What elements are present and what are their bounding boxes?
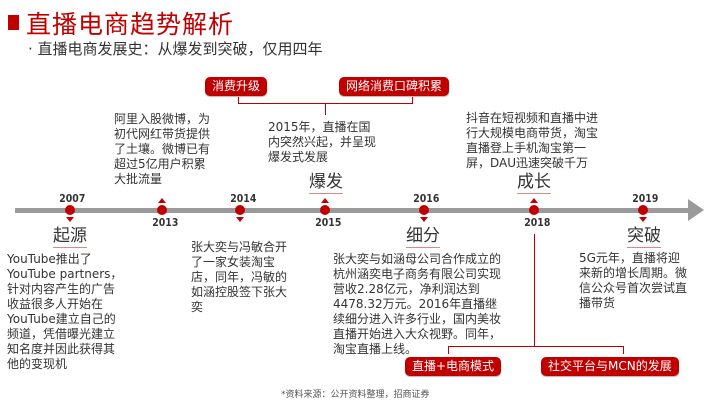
triangle-up-icon [321,198,329,203]
phase-origin: 起源 [53,226,87,248]
connector-line [623,346,624,354]
triangle-down-icon [66,217,74,222]
timeline-dot [638,205,648,215]
timeline-dot [235,205,245,215]
phase-breakthrough: 突破 [627,226,661,248]
triangle-up-icon [530,198,538,203]
timeline-dot [65,205,75,215]
arrow-right-icon [688,199,704,221]
event-2014-desc: 张大奕与冯敏合开了一家女装淘宝店，同年，冯敏的如涵控股签下张大奕 [191,240,288,314]
tag-word-of-mouth: 网络消费口碑积累 [339,77,450,96]
title-marker [8,15,19,30]
timeline-dot [419,205,429,215]
tag-consumption-upgrade: 消费升级 [205,77,268,96]
year-2015: 2015 [315,216,342,229]
phase-segmentation: 细分 [406,226,440,248]
phase-explosion: 爆发 [309,172,343,194]
connector-line [534,234,535,346]
triangle-down-icon [420,217,428,222]
year-2014: 2014 [230,192,257,205]
triangle-down-icon [236,217,244,222]
connector-line [325,103,326,115]
page-title: 直播电商趋势解析 [26,10,235,39]
phase-growth: 成长 [517,172,551,194]
year-2019: 2019 [632,192,659,205]
timeline-dot [157,205,167,215]
connector-line [448,346,449,354]
event-2007-desc: YouTube推出了YouTube partners，针对内容产生的广告收益很多… [7,252,123,371]
connector-line [238,97,239,104]
timeline-dot [320,205,330,215]
source-note: *资料来源：公开资料整理，招商证券 [281,390,430,400]
year-2013: 2013 [152,216,179,229]
event-2016-desc: 张大奕与如涵母公司合作成立的杭州涵奕电子商务有限公司实现营收2.28亿元，净利润… [333,252,502,356]
year-2007: 2007 [59,192,86,205]
year-2018: 2018 [524,216,551,229]
tag-social-mcn: 社交平台与MCN的发展 [541,357,679,376]
event-2015-desc: 2015年，直播在国内突然兴起，并呈现爆发式发展 [268,120,377,164]
timeline-dot [529,205,539,215]
event-2013-desc: 阿里入股微博，为初代网红带货提供了土壤。微博已有超过5亿用户积累大批流量 [114,112,211,186]
triangle-up-icon [158,198,166,203]
event-2018-desc: 抖音在短视频和直播中进行大规模电商带货，淘宝直播登上手机淘宝第一屏，DAU迅速突… [466,111,599,170]
year-2016: 2016 [413,192,440,205]
connector-line [412,97,413,104]
timeline-axis [15,208,690,213]
event-2019-desc: 5G元年，直播将迎来新的增长周期。微信公众号首次尝试直播带货 [579,251,688,310]
page-subtitle: · 直播电商发展史：从爆发到突破，仅用四年 [28,40,323,58]
tag-live-ecommerce-model: 直播+电商模式 [405,357,502,376]
triangle-down-icon [639,217,647,222]
connector-line [448,346,623,347]
